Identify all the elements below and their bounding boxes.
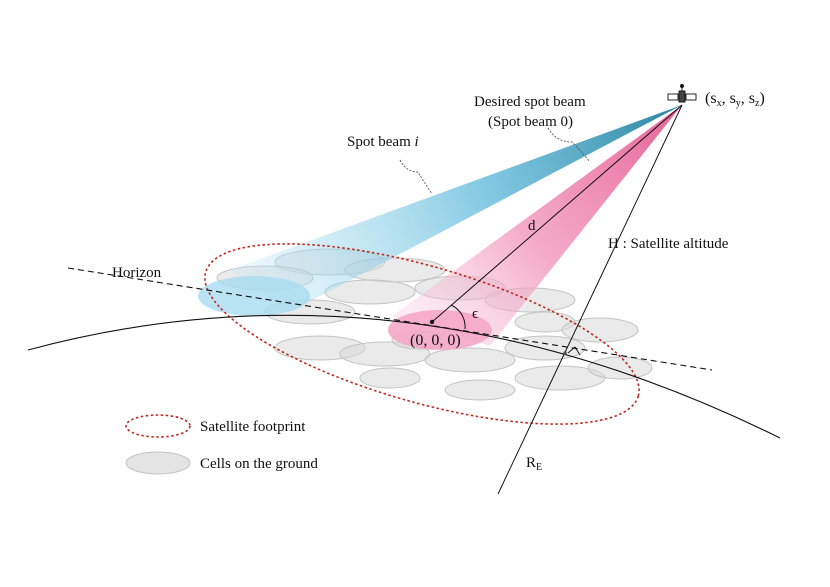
legend-cells-label: Cells on the ground	[200, 456, 318, 472]
satellite-position-label: (sx, sy, sz)	[705, 90, 765, 109]
spot-beam-i	[230, 105, 682, 312]
elevation-angle-label: ϵ	[472, 306, 478, 322]
right-angle-marker	[567, 346, 581, 356]
legend-footprint-label: Satellite footprint	[200, 419, 306, 435]
legend-cells-swatch	[125, 451, 191, 475]
ground-cell	[424, 347, 516, 373]
earth-radius-label: RE	[526, 455, 542, 473]
earth-surface-arc	[27, 314, 781, 439]
spot-beam-i-label: Spot beam i	[347, 134, 419, 150]
desired-beam-label-line1: Desired spot beam	[474, 94, 586, 110]
desired-beam-label-line2: (Spot beam 0)	[488, 114, 573, 130]
origin-point	[429, 319, 435, 325]
legend-footprint-swatch	[125, 414, 191, 438]
satellite-footprint-outline	[204, 243, 640, 425]
horizon-label: Horizon	[112, 265, 162, 281]
spot-beam-i-footprint	[198, 276, 310, 316]
distance-line	[431, 104, 683, 323]
sub-satellite-point	[563, 351, 567, 355]
ground-cell	[587, 356, 653, 380]
altitude-label: H : Satellite altitude	[608, 236, 729, 252]
elevation-angle-arc	[450, 304, 466, 330]
desired-beam-pointer	[547, 127, 591, 163]
satellite-icon	[667, 84, 697, 103]
desired-spot-beam-footprint	[388, 310, 492, 350]
altitude-line	[497, 104, 683, 495]
spot-beam-i-pointer	[399, 159, 433, 195]
ground-cell	[359, 367, 421, 389]
legend: Satellite footprint Cells on the ground	[125, 414, 318, 475]
ground-cell	[444, 379, 516, 401]
distance-label: d	[528, 218, 536, 234]
horizon-line	[67, 267, 713, 371]
origin-label: (0, 0, 0)	[410, 332, 461, 349]
ground-cell	[561, 317, 639, 343]
desired-spot-beam	[392, 105, 682, 346]
